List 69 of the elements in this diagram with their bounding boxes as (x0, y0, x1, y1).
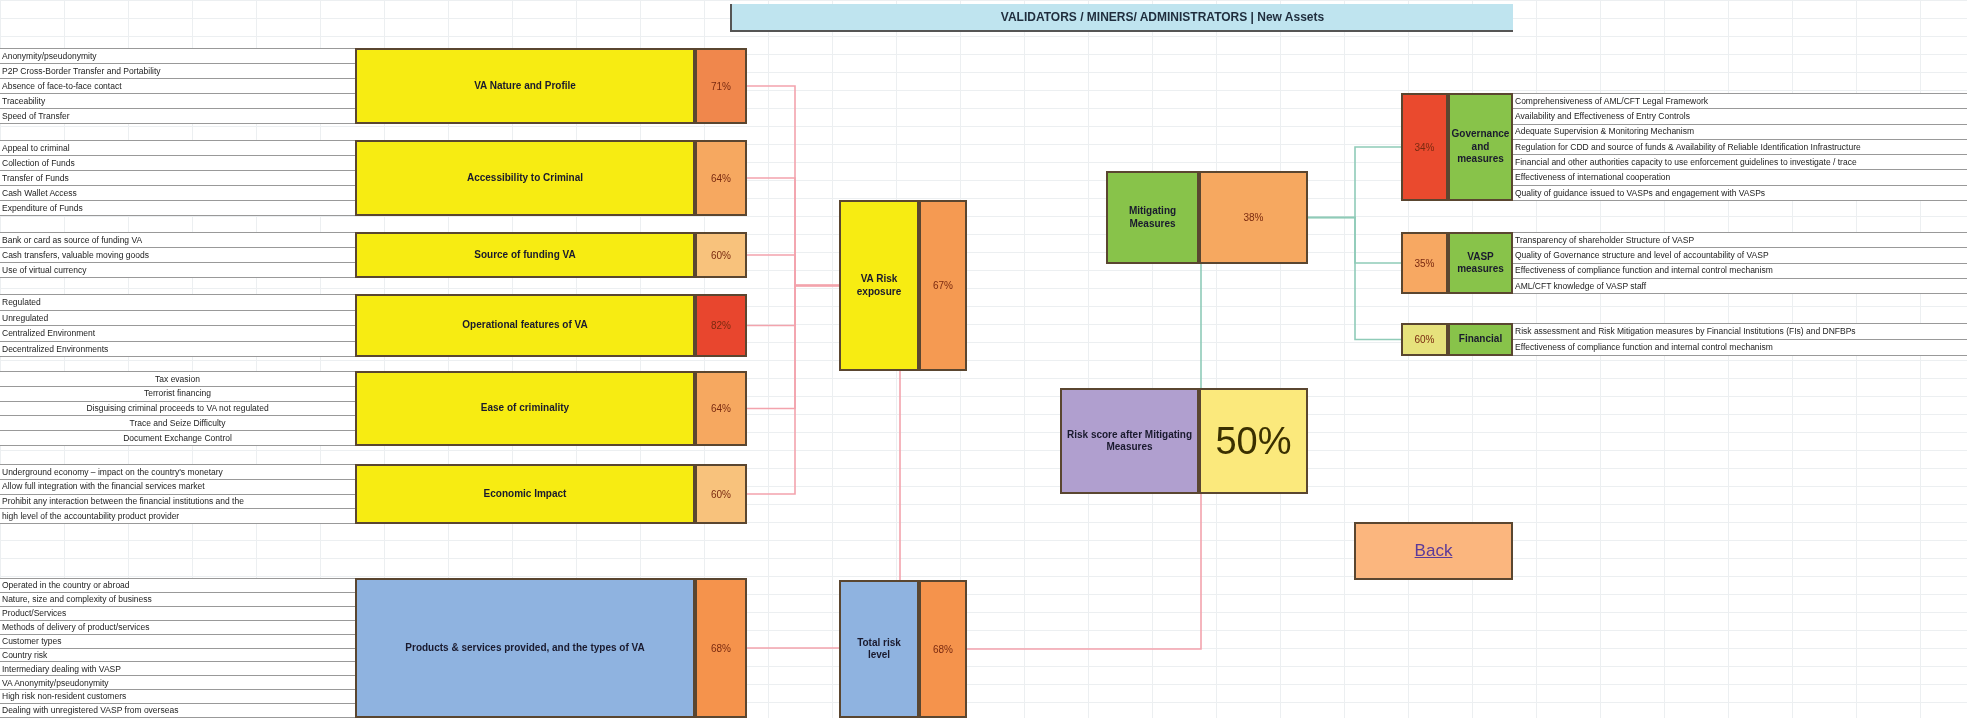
criterion-row: Dealing with unregistered VASP from overseas (0, 704, 355, 718)
criterion-row: VA Anonymity/pseudonymity (0, 676, 355, 691)
criterion-row: Use of virtual currency (0, 263, 355, 278)
criterion-row: Centralized Environment (0, 326, 355, 342)
criterion-row: Operated in the country or abroad (0, 579, 355, 593)
result-score-box: 50% (1199, 388, 1308, 494)
criterion-row: P2P Cross-Border Transfer and Portability (0, 64, 355, 79)
connector-line (1307, 216, 1402, 341)
exposure-box: VA Risk exposure (839, 200, 919, 371)
score-box: 71% (695, 48, 747, 124)
score-box: 82% (695, 294, 747, 357)
measure-box: Governance and measures (1448, 93, 1513, 201)
score-box: 60% (695, 232, 747, 278)
category-box: Operational features of VA (355, 294, 695, 357)
total-box: Total risk level (839, 580, 919, 718)
criterion-row: Effectiveness of international cooperation (1513, 170, 1967, 186)
criterion-row: Risk assessment and Risk Mitigation measures by Financial Institutions (FIs) and DNFBPs (1513, 324, 1967, 340)
criterion-row: Traceability (0, 94, 355, 109)
category-box: Economic Impact (355, 464, 695, 524)
criterion-row: Intermediary dealing with VASP (0, 662, 355, 677)
criterion-row: Tax evasion (0, 372, 355, 387)
connector-line (966, 493, 1202, 650)
category-box: Ease of criminality (355, 371, 695, 446)
criterion-row: Expenditure of Funds (0, 201, 355, 216)
criterion-row: Transparency of shareholder Structure of VASP (1513, 233, 1967, 249)
connector-line (1200, 263, 1202, 389)
result-box: Risk score after Mitigating Measures (1060, 388, 1199, 494)
score-box: 60% (695, 464, 747, 524)
mitigation-box: Mitigating Measures (1106, 171, 1199, 264)
score-box: 68% (695, 578, 747, 718)
criterion-row: Quality of Governance structure and level of accountability of VASP (1513, 248, 1967, 264)
criterion-row: Collection of Funds (0, 156, 355, 171)
criterion-row: Financial and other authorities capacity to use enforcement guidelines to investigate / trace (1513, 155, 1967, 171)
score-box: 68% (919, 580, 967, 718)
criterion-row: Bank or card as source of funding VA (0, 233, 355, 248)
category-box: Accessibility to Criminal (355, 140, 695, 216)
criterion-row: Speed of Transfer (0, 109, 355, 124)
criterion-row: Transfer of Funds (0, 171, 355, 186)
criterion-row: Appeal to criminal (0, 141, 355, 156)
measure-box: VASP measures (1448, 232, 1513, 294)
criterion-row: Underground economy – impact on the country's monetary (0, 465, 355, 480)
criterion-row: Trace and Seize Difficulty (0, 416, 355, 432)
score-box: 67% (919, 200, 967, 371)
criterion-row: Availability and Effectiveness of Entry Controls (1513, 109, 1967, 125)
criterion-row: Absence of face-to-face contact (0, 79, 355, 94)
score-box: 34% (1401, 93, 1448, 201)
connector-line (899, 370, 901, 581)
score-box: 38% (1199, 171, 1308, 264)
category-box: VA Nature and Profile (355, 48, 695, 124)
category-box: Products & services provided, and the types of VA (355, 578, 695, 718)
score-box: 35% (1401, 232, 1448, 294)
measure-box: Financial (1448, 323, 1513, 356)
criterion-row: Comprehensiveness of AML/CFT Legal Framework (1513, 94, 1967, 110)
criterion-row: Effectiveness of compliance function and internal control mechanism (1513, 340, 1967, 356)
back-button: Back (1354, 522, 1513, 580)
criterion-row: high level of the accountability product provider (0, 509, 355, 524)
criterion-row: High risk non-resident customers (0, 690, 355, 705)
criterion-row: Cash transfers, valuable moving goods (0, 248, 355, 263)
category-box: Source of funding VA (355, 232, 695, 278)
criterion-row: Document Exchange Control (0, 431, 355, 446)
criterion-row: Regulated (0, 295, 355, 311)
connector-line (746, 647, 840, 649)
score-box: 60% (1401, 323, 1448, 356)
criterion-row: Cash Wallet Access (0, 186, 355, 201)
score-box: 64% (695, 371, 747, 446)
header-title: VALIDATORS / MINERS/ ADMINISTRATORS | New Assets (999, 9, 1325, 26)
score-box: 64% (695, 140, 747, 216)
connector-line (746, 284, 840, 495)
criterion-row: Anonymity/pseudonymity (0, 49, 355, 64)
